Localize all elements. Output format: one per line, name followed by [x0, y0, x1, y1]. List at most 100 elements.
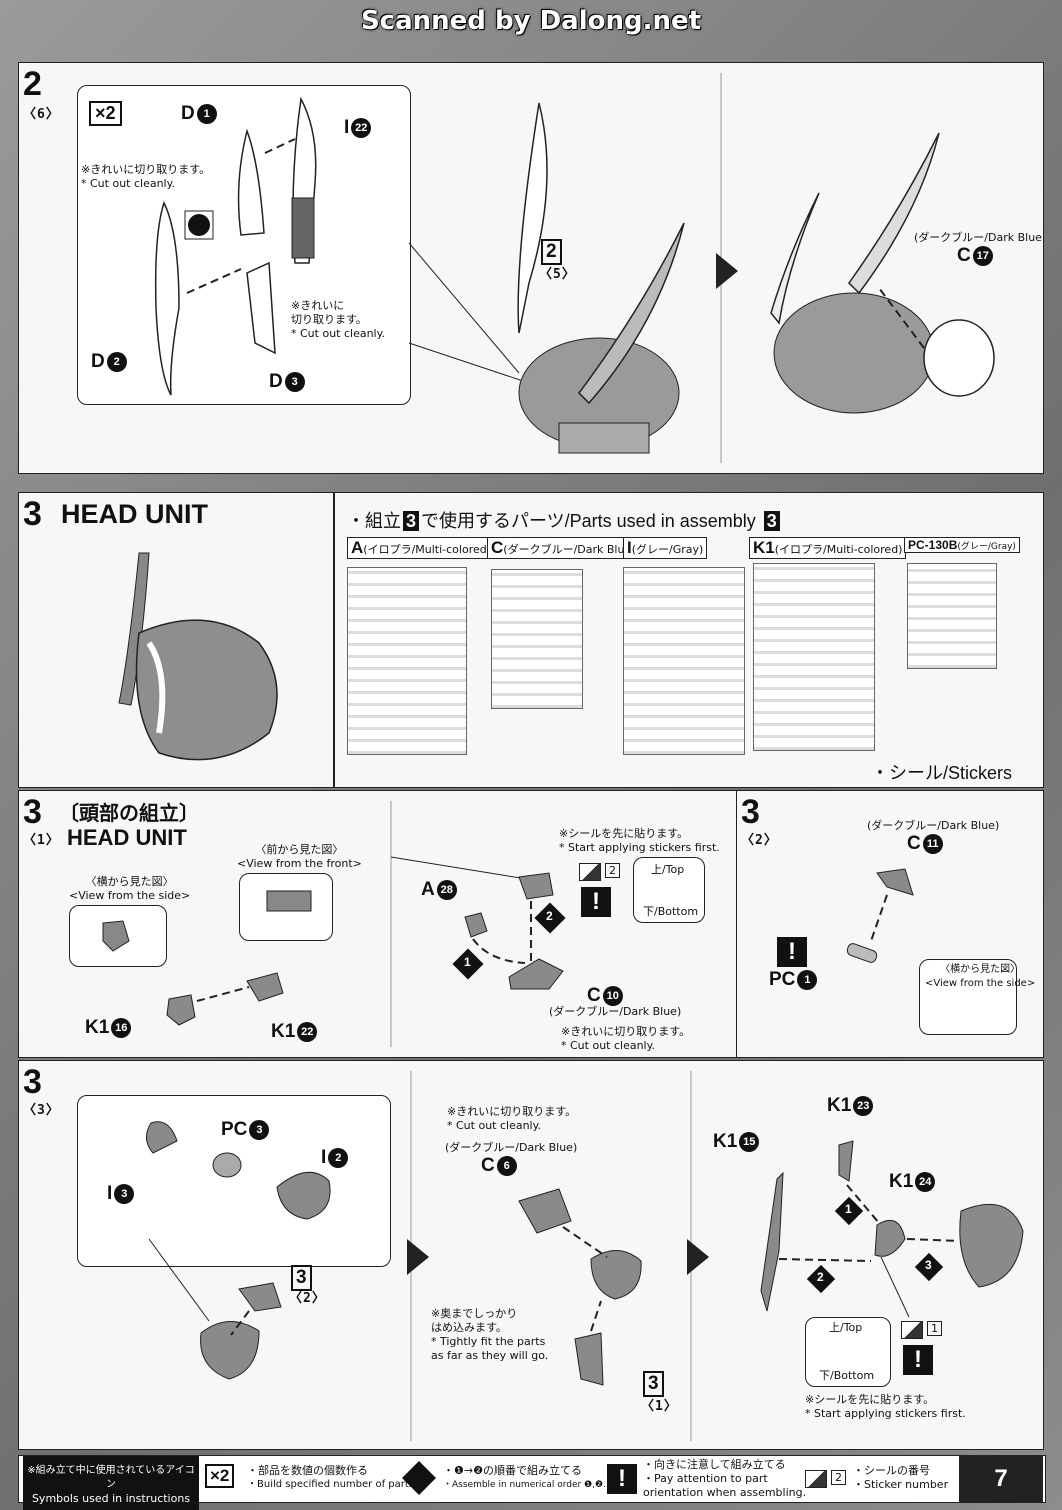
- cut-note-1: ※きれいに切り取ります。* Cut out cleanly.: [81, 163, 211, 190]
- c6-color-note: (ダークブルー/Dark Blue): [445, 1141, 578, 1154]
- bottom-label: 下/Bottom: [819, 1369, 875, 1382]
- order-number-1: 1: [464, 955, 471, 969]
- multiplier-badge: ×2: [89, 101, 122, 126]
- scan-banner: Scanned by Dalong.net: [360, 6, 702, 36]
- sticker-number: 2: [831, 1470, 846, 1485]
- top-label: 上/Top: [829, 1321, 863, 1334]
- attention-icon: !: [903, 1345, 933, 1375]
- x2-text: ・部品を数値の個数作る・Build specified number of pa…: [247, 1464, 418, 1490]
- runner-c: [491, 569, 583, 709]
- attention-icon: !: [581, 887, 611, 917]
- front-view-label: 〈前から見た図〉<View from the front>: [237, 843, 362, 870]
- runner-k1: [753, 563, 875, 751]
- step-number: 2: [23, 65, 42, 103]
- cut-note: ※きれいに切り取ります。* Cut out cleanly.: [447, 1105, 577, 1132]
- attention-icon: !: [777, 937, 807, 967]
- step-number: 3: [23, 1063, 42, 1101]
- runner-label-a: A(イロプラ/Multi-colored): [347, 537, 496, 559]
- sticker-number: 1: [927, 1321, 942, 1336]
- step-number: 3: [23, 793, 42, 831]
- sticker-text: ・シールの番号・Sticker number: [853, 1464, 949, 1491]
- step-number: 3: [23, 495, 42, 533]
- ref-step-3-2: 3: [291, 1265, 312, 1291]
- order-number-3: 3: [925, 1258, 932, 1272]
- runner-a: [347, 567, 467, 755]
- cut-note: ※きれいに切り取ります。* Cut out cleanly.: [561, 1025, 691, 1052]
- top-bottom-guide: [633, 857, 705, 923]
- runner-label-k1: K1(イロプラ/Multi-colored): [749, 537, 907, 559]
- runner-label-i: I(グレー/Gray): [623, 537, 708, 559]
- attention-icon: !: [607, 1464, 637, 1494]
- detail-callout: [77, 85, 411, 405]
- label-step-ref-sub: 〈5〉: [539, 267, 576, 282]
- bottom-label: 下/Bottom: [643, 905, 699, 918]
- step-3-3-drawing: [146, 1071, 1024, 1441]
- step-sub: 〈3〉: [23, 1103, 60, 1118]
- sticker-number: 2: [605, 863, 620, 878]
- top-label: 上/Top: [651, 863, 685, 876]
- c17-color-note: (ダークブルー/Dark Blue): [914, 231, 1044, 244]
- step-number: 3: [741, 793, 760, 831]
- x2-icon: ×2: [205, 1464, 235, 1488]
- ref-step-3-1: 3: [643, 1371, 664, 1397]
- order-number-1: 1: [845, 1202, 852, 1216]
- side-view-bubble: [919, 959, 1017, 1035]
- runner-label-c: C(ダークブルー/Dark Blue): [487, 537, 640, 559]
- step-sub: 〈2〉: [741, 833, 778, 848]
- step-3-1-drawing: [102, 801, 564, 1047]
- flow-arrow-1: [407, 1239, 429, 1275]
- sticker-icon: [901, 1321, 923, 1339]
- ref-step-3-1-sub: 〈1〉: [641, 1399, 678, 1414]
- runner-pc130b: [907, 563, 997, 669]
- head-unit-preview: [118, 552, 278, 761]
- panel-step-3-1: 3 〈1〉 〔頭部の組立〕 HEAD UNIT 〈横から見た図〉<View fr…: [18, 790, 738, 1058]
- runner-label-pc130b: PC-130B(グレー/Gray): [904, 537, 1020, 553]
- sticker-icon: [805, 1470, 827, 1488]
- c11-color-note: (ダークブルー/Dark Blue): [867, 819, 1000, 832]
- head-unit-title: HEAD UNIT: [61, 499, 208, 529]
- title-jp: 〔頭部の組立〕: [59, 801, 199, 825]
- step-3-2-drawing: [846, 868, 978, 1016]
- sticker-first-note: ※シールを先に貼ります。* Start applying stickers fi…: [559, 827, 720, 854]
- parts-divider: [333, 493, 335, 787]
- c10-color-note: (ダークブルー/Dark Blue): [549, 1005, 682, 1018]
- cut-note-2: ※きれいに切り取ります。* Cut out cleanly.: [291, 299, 386, 340]
- flow-arrow: [716, 253, 738, 289]
- sticker-icon: [579, 863, 601, 881]
- order-number-2: 2: [817, 1270, 824, 1284]
- title-en: HEAD UNIT: [67, 825, 187, 850]
- top-bottom-guide: [805, 1317, 891, 1387]
- step-sub: 〈6〉: [23, 107, 60, 122]
- runner-i: [623, 567, 745, 755]
- ref-step-3-2-sub: 〈2〉: [289, 1291, 326, 1306]
- fin-parts-drawing: [154, 73, 995, 463]
- page-number: 7: [959, 1456, 1043, 1502]
- flow-arrow-2: [687, 1239, 709, 1275]
- sticker-first-note: ※シールを先に貼ります。* Start applying stickers fi…: [805, 1393, 966, 1420]
- step-sub: 〈1〉: [23, 833, 60, 848]
